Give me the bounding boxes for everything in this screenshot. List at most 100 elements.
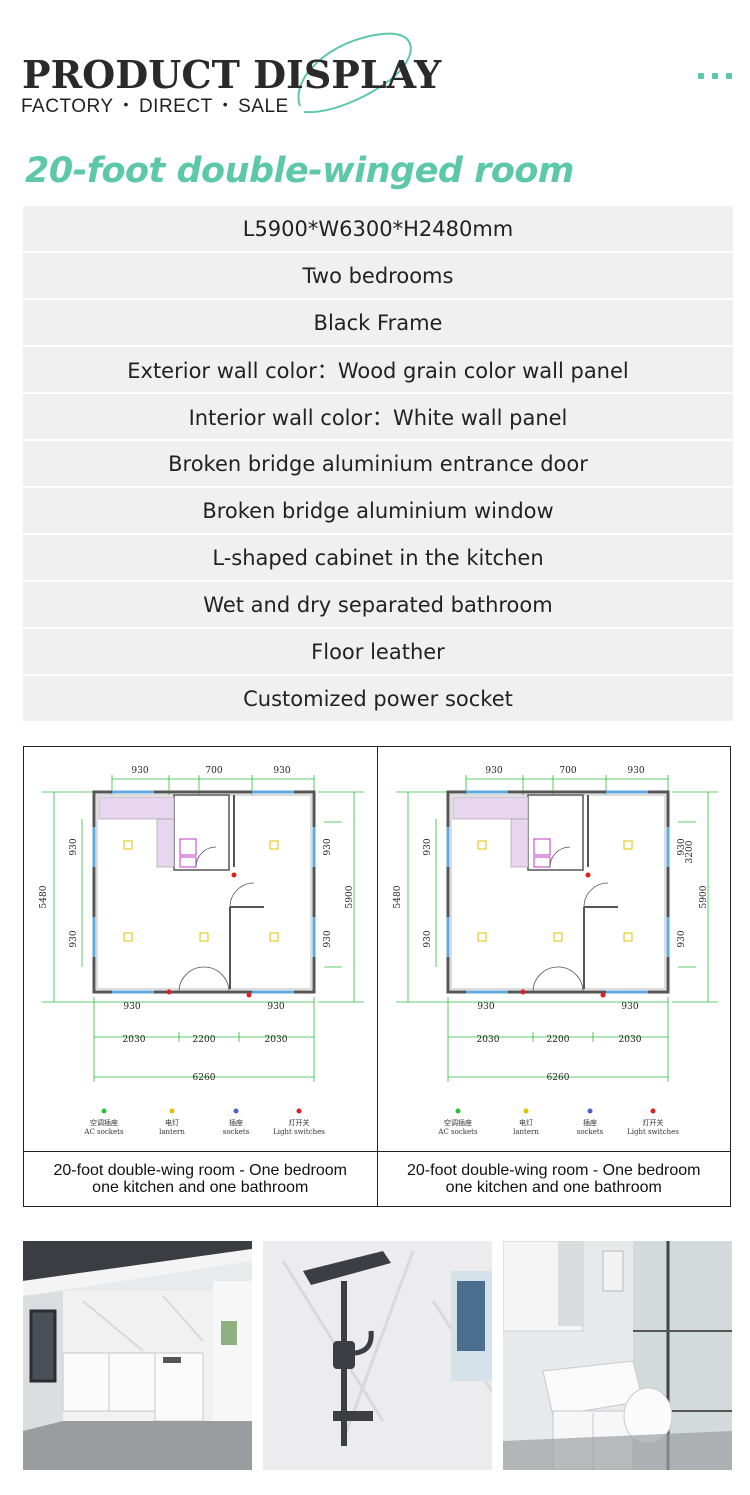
dimension-label: 2200 [546, 1035, 569, 1045]
kitchen-counter [510, 818, 528, 868]
legend-label-cn: 插座 [583, 1118, 597, 1127]
dimension-label: 2030 [618, 1035, 641, 1045]
lantern-symbol [477, 932, 486, 942]
spec-row-floor: Floor leather [23, 629, 733, 674]
entrance-door-arc [178, 966, 230, 993]
spec-table: L5900*W6300*H2480mm Two bedrooms Black F… [23, 206, 733, 723]
lantern-symbol [553, 932, 562, 942]
dimension-label: 930 [477, 1002, 494, 1012]
legend-label-cn: 空调插座 [90, 1118, 118, 1127]
light-switch-symbol [600, 992, 605, 998]
plan-caption: 20-foot double-wing room - One bedroom o… [377, 1151, 730, 1206]
legend-label-en: AC sockets [437, 1128, 478, 1136]
dimension-label: 930 [323, 838, 333, 855]
door-arc [229, 882, 255, 908]
light-switch-symbol [585, 872, 590, 878]
floor-plans: 930 700 930 930 930 5480 930 930 5900 930 930 2030 2… [23, 746, 731, 1207]
legend-label-cn: 电灯 [165, 1118, 179, 1127]
dimension-label: 930 [273, 766, 290, 776]
dimension-label: 6260 [546, 1073, 569, 1083]
bathroom-block [173, 794, 230, 871]
legend-symbol [650, 1108, 655, 1114]
spec-row-interior-wall: Interior wall color：White wall panel [23, 394, 733, 439]
swoosh-ornament [297, 32, 412, 114]
dimension-label: 930 [677, 930, 687, 947]
lantern-symbol [199, 932, 209, 942]
light-switch-symbol [231, 872, 237, 878]
dimension-label: 930 [677, 838, 687, 855]
subtitle-direct: DIRECT [138, 96, 213, 117]
page-subtitle: FACTORY•DIRECT•SALE [21, 96, 289, 118]
dimension-label: 930 [323, 930, 333, 947]
dimension-label: 5900 [699, 885, 709, 908]
plan-caption-line: one kitchen and one bathroom [92, 1179, 309, 1196]
shower-photo [263, 1241, 492, 1470]
spec-row-kitchen-cabinet: L-shaped cabinet in the kitchen [23, 535, 733, 580]
plan-outer-wall [92, 790, 316, 994]
light-switch-symbol [246, 992, 252, 998]
dimension-label: 700 [559, 766, 576, 776]
legend-label-cn: 空调插座 [444, 1118, 472, 1127]
dimension-label: 2030 [476, 1035, 499, 1045]
toilet-symbol [533, 838, 550, 856]
spec-row-window: Broken bridge aluminium window [23, 488, 733, 533]
plan-outer-wall [446, 790, 669, 994]
subtitle-sale: SALE [238, 96, 289, 117]
door-arc [549, 846, 570, 868]
spec-row-bedrooms: Two bedrooms [23, 253, 733, 298]
dimension-label: 930 [69, 838, 79, 855]
lantern-symbol [623, 840, 632, 850]
spec-row-exterior-wall: Exterior wall color：Wood grain color wal… [23, 347, 733, 392]
lantern-symbol [623, 932, 632, 942]
bathroom-block [526, 794, 584, 871]
page-title: PRODUCT DISPLAY [22, 52, 442, 97]
legend-label-en: lantern [159, 1128, 185, 1136]
dimension-label: 5900 [345, 885, 355, 908]
dimension-label: 930 [423, 838, 433, 855]
legend-symbol [233, 1108, 239, 1114]
kitchen-counter [98, 796, 175, 820]
legend-label-cn: 灯开关 [289, 1118, 310, 1127]
plan-caption-line: one kitchen and one bathroom [445, 1179, 662, 1196]
legend-label-en: sockets [223, 1128, 250, 1136]
toilet-symbol [179, 838, 197, 856]
dimension-label: 6260 [193, 1073, 216, 1083]
dimension-label: 930 [621, 1002, 638, 1012]
dimension-label: 930 [423, 930, 433, 947]
sink-symbol [533, 856, 550, 868]
legend-label-en: AC sockets [83, 1128, 124, 1136]
legend-symbol [169, 1108, 175, 1114]
legend-label-cn: 插座 [229, 1118, 243, 1127]
separator-dot: • [123, 96, 129, 112]
legend-symbol [296, 1108, 302, 1114]
dimension-label: 5480 [393, 885, 403, 908]
spec-row-frame: Black Frame [23, 300, 733, 345]
bathroom-photo [503, 1241, 732, 1470]
spec-row-entrance-door: Broken bridge aluminium entrance door [23, 441, 733, 486]
sink-symbol [179, 856, 197, 868]
kitchen-photo [23, 1241, 252, 1470]
lantern-symbol [123, 840, 133, 850]
light-switch-symbol [520, 989, 525, 995]
lantern-symbol [477, 840, 486, 850]
entrance-door-arc [532, 966, 583, 993]
legend-symbol [455, 1108, 460, 1114]
plan-caption-line: 20-foot double-wing room - One bedroom [53, 1162, 348, 1179]
dimension-label: 700 [205, 766, 222, 776]
lantern-symbol [269, 932, 279, 942]
more-dots-icon [698, 73, 732, 79]
spec-row-bathroom: Wet and dry separated bathroom [23, 582, 733, 627]
legend-symbol [523, 1108, 528, 1114]
legend-label-en: Light switches [627, 1128, 679, 1136]
door-arc [583, 882, 608, 908]
lantern-symbol [123, 932, 133, 942]
lantern-symbol [269, 840, 279, 850]
dimension-label: 930 [123, 1002, 140, 1012]
legend-symbol [587, 1108, 592, 1114]
legend-label-en: sockets [576, 1128, 603, 1136]
dimension-label: 2030 [265, 1035, 288, 1045]
dimension-label: 930 [267, 1002, 284, 1012]
